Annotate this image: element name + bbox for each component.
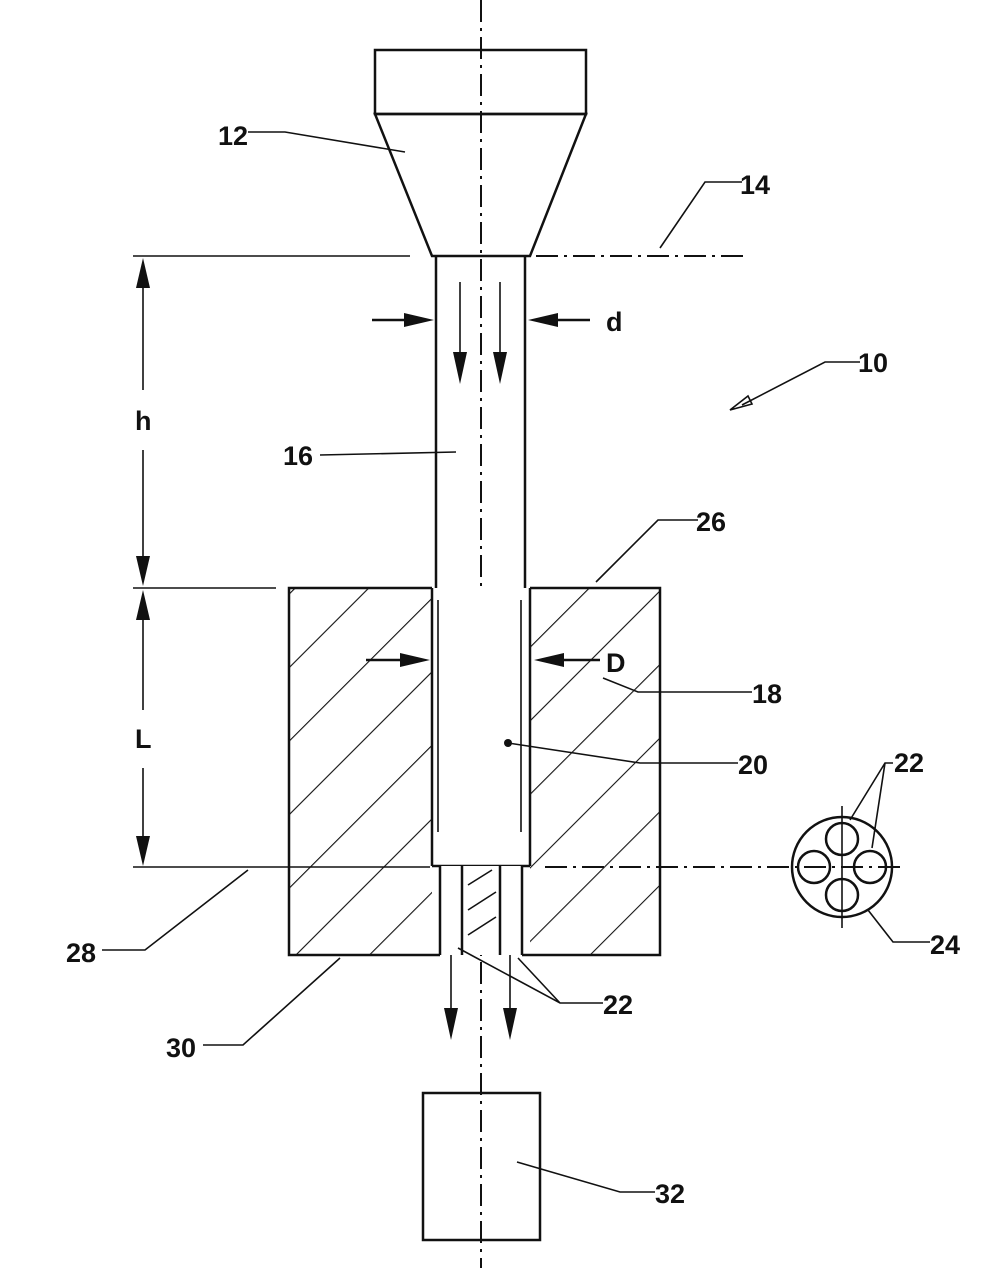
label-apparatus: 10 bbox=[858, 348, 888, 378]
label-holes-detail: 22 bbox=[894, 748, 924, 778]
flow-arrows-bottom bbox=[444, 955, 517, 1040]
label-bottom-face: 30 bbox=[166, 1033, 196, 1063]
dim-pipe-diameter: d bbox=[606, 307, 623, 337]
label-top-face: 26 bbox=[696, 507, 726, 537]
leader-lines bbox=[102, 131, 930, 1193]
pipe bbox=[434, 256, 527, 588]
flow-arrows-top bbox=[453, 282, 507, 384]
label-block: 18 bbox=[752, 679, 782, 709]
label-liquid-level: 14 bbox=[740, 170, 770, 200]
label-nozzle: 12 bbox=[218, 121, 248, 151]
container bbox=[421, 1091, 542, 1242]
label-entry-plane: 28 bbox=[66, 938, 96, 968]
dim-bore-diameter: D bbox=[606, 648, 626, 678]
height-dimension bbox=[136, 258, 150, 586]
bottom-holes bbox=[438, 866, 524, 955]
label-holes-bottom: 22 bbox=[603, 990, 633, 1020]
block bbox=[287, 586, 662, 957]
label-center: 20 bbox=[738, 750, 768, 780]
dim-length: L bbox=[135, 724, 152, 754]
label-pipe: 16 bbox=[283, 441, 313, 471]
label-container: 32 bbox=[655, 1179, 685, 1209]
label-disc: 24 bbox=[930, 930, 960, 960]
bore-diameter-arrows bbox=[366, 653, 600, 667]
nozzle bbox=[373, 48, 588, 258]
disc-detail bbox=[790, 806, 894, 928]
pipe-diameter-arrows bbox=[372, 313, 590, 327]
dim-height: h bbox=[135, 406, 152, 436]
